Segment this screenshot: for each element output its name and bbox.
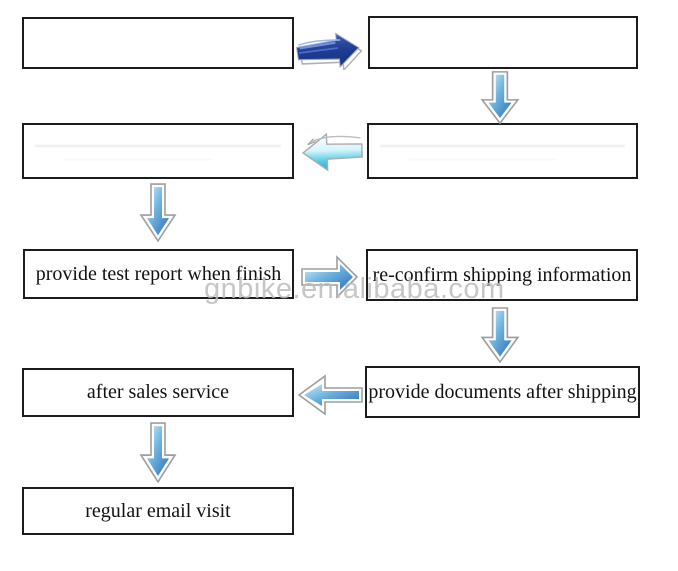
arrow-down-icon	[138, 183, 178, 243]
flow-box-step-6-label: re-confirm shipping information	[372, 263, 632, 286]
flow-box-step-7-label: provide documents after shipping	[368, 380, 637, 403]
flow-box-step-8: after sales service	[22, 368, 294, 417]
arrow-left-cyan-icon	[299, 129, 364, 174]
arrow-down-icon	[138, 422, 178, 484]
flow-box-step-5-label: provide test report when finish	[35, 262, 282, 285]
arrow-right-navy-icon	[295, 31, 363, 74]
flow-box-step-2	[368, 16, 638, 69]
flow-box-step-4	[22, 123, 294, 179]
flow-box-step-5: provide test report when finish	[23, 249, 294, 299]
arrow-glyph	[480, 71, 520, 125]
arrow-left-icon	[296, 374, 364, 416]
flow-box-step-8-label: after sales service	[86, 381, 230, 403]
arrow-glyph	[301, 255, 359, 299]
flow-box-step-6: re-confirm shipping information	[366, 249, 638, 301]
arrow-glyph	[480, 307, 520, 364]
erased-text-remnant	[34, 144, 282, 160]
flow-box-step-9-label: regular email visit	[85, 499, 231, 522]
flow-box-step-3	[367, 123, 638, 179]
arrow-glyph	[139, 183, 177, 243]
erased-text-remnant	[379, 144, 626, 160]
arrow-glyph	[296, 32, 363, 72]
arrow-glyph	[139, 422, 177, 484]
arrow-glyph	[297, 374, 363, 416]
arrow-down-icon	[479, 71, 521, 125]
arrow-down-icon	[479, 307, 521, 364]
flow-box-step-1	[22, 17, 294, 69]
flow-box-step-7: provide documents after shipping	[365, 366, 640, 418]
arrow-glyph	[301, 132, 363, 172]
arrow-right-icon	[300, 254, 360, 300]
flow-box-step-9: regular email visit	[22, 487, 294, 535]
